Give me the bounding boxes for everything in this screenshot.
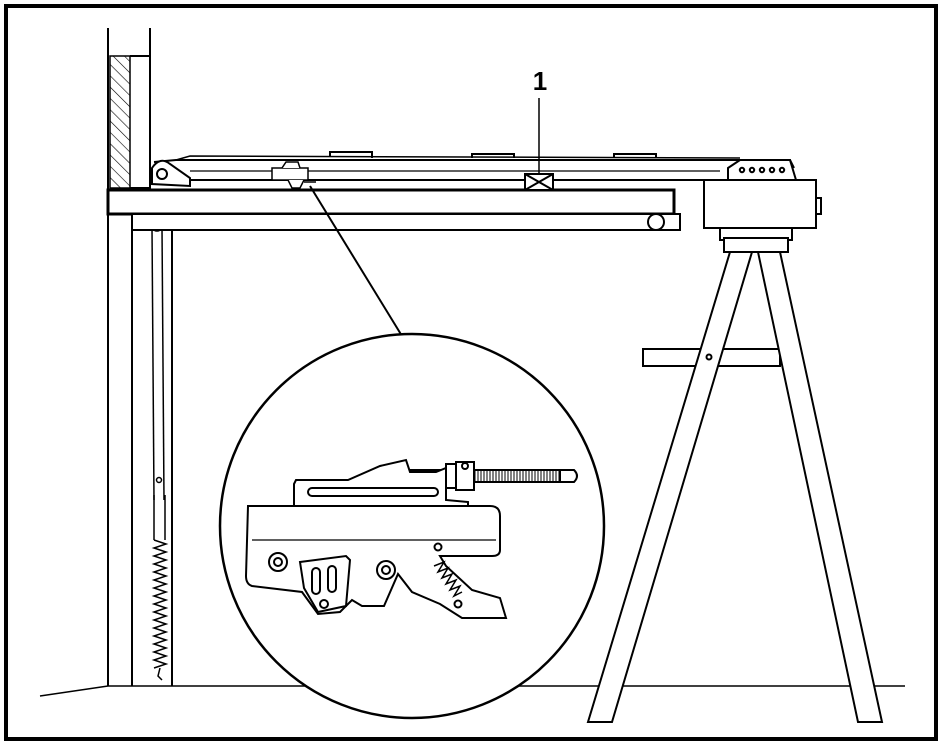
support-ladder [586,251,884,723]
detail-magnifier [218,332,606,720]
door-jamb [131,214,173,686]
opener-rail [153,151,795,183]
wall [107,28,151,686]
detail-leader-line [309,185,403,337]
callout-label-1: 1 [532,66,548,96]
header-bracket [151,159,191,188]
figure-frame [4,4,938,741]
door-arm-spring [151,220,169,681]
stop-bolt [524,173,554,191]
door-panel [106,188,681,231]
motor-unit [703,159,822,253]
trolley [271,161,316,189]
